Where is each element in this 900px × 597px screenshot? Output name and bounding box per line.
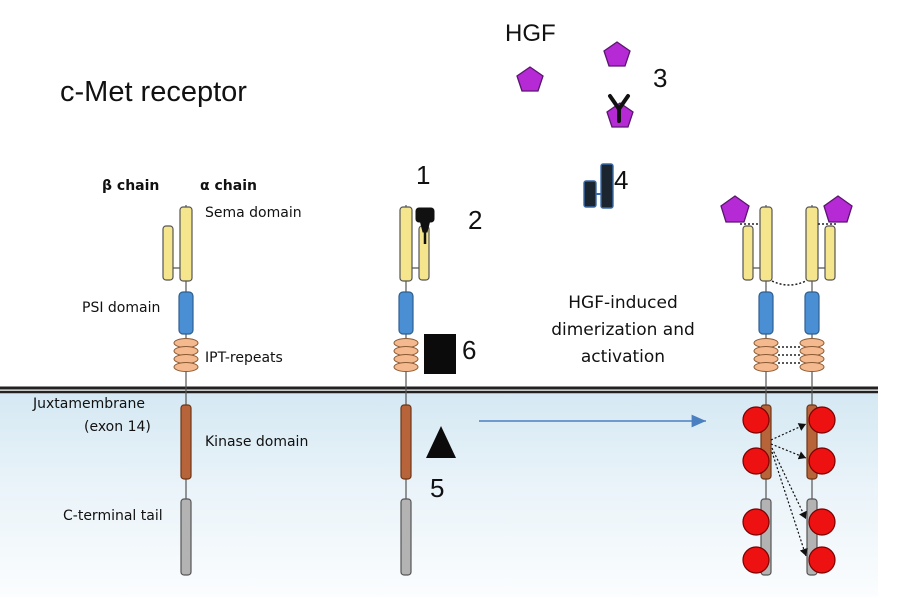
dimer-contacts (740, 223, 838, 364)
sema-domain-label: Sema domain (205, 205, 302, 221)
kinase-domain (180, 404, 192, 480)
hgf-label: HGF (505, 20, 556, 47)
kinase-domain-label: Kinase domain (205, 434, 309, 450)
dimerization-line-2: dimerization and (551, 320, 695, 340)
dimerization-line-1: HGF-induced (568, 293, 678, 313)
marker-1: 1 (416, 160, 431, 190)
trans-phosphorylation-arrows (770, 423, 808, 557)
diagram-title: c-Met receptor (60, 76, 247, 108)
bound-hgf (720, 195, 853, 223)
beta-chain-sema (162, 225, 174, 281)
ipt-repeats (173, 338, 199, 372)
dimerization-line-3: activation (580, 347, 666, 367)
c-terminal-label: C-terminal tail (63, 508, 163, 524)
inhibitor-2-shape (415, 207, 435, 244)
inhibitor-6-square (424, 334, 456, 374)
c-terminal-tail (180, 498, 192, 576)
marker-5: 5 (430, 473, 445, 503)
alpha-chain-label: α chain (200, 178, 257, 194)
juxtamembrane-label: Juxtamembrane (33, 396, 145, 412)
marker-2: 2 (468, 205, 483, 235)
psi-domain-label: PSI domain (82, 300, 161, 316)
inhibitor-4-decoy (583, 163, 614, 209)
marker-6: 6 (462, 335, 477, 365)
cell-membrane (0, 386, 878, 394)
exon14-label: (exon 14) (84, 419, 151, 435)
cytoplasm-region (0, 391, 878, 597)
marker-3: 3 (653, 63, 668, 93)
hgf-ligands (516, 41, 634, 128)
psi-domain (178, 291, 194, 335)
inhibitor-3-antibody (608, 94, 630, 123)
receptor-inhibitor-sites (393, 205, 456, 576)
beta-chain-label: β chain (102, 178, 160, 194)
alpha-chain-sema (179, 206, 193, 282)
receptor-schematic-left (162, 205, 199, 576)
ipt-repeats-label: IPT-repeats (205, 350, 283, 366)
inhibitor-5-triangle (426, 426, 456, 458)
marker-4: 4 (614, 165, 629, 195)
phosphorylation-sites (742, 406, 836, 574)
dimerization-text: HGF-induced dimerization and activation (530, 290, 716, 371)
